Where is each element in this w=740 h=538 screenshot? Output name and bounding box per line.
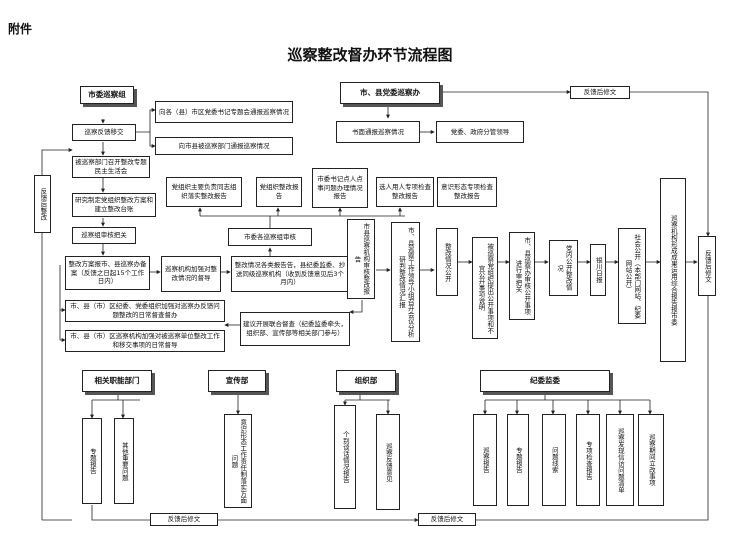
discipline-item-1: 巡察报告 <box>473 414 497 506</box>
inspection-supervision-box: 市、县（市）区巡察机构加强对被巡察单位整改工作和移交事项的日常督导 <box>65 330 225 352</box>
report-party-leader-box: 党组织主要负责同志组织落实整改报告 <box>166 177 242 207</box>
society-public-box: 社会公开（本部门网站、纪委网站公开） <box>618 228 646 324</box>
written-report-box: 书面通报巡察情况 <box>336 121 420 143</box>
report-cadre-box: 选人用人专项检查整改报告 <box>376 177 434 207</box>
county-office-check-box: 市、县巡察办审核公开事项进行审把关 <box>509 232 535 320</box>
county-office-header: 市、县党委巡察办 <box>340 82 440 104</box>
joint-supervision-box: 建议开展联合督查（纪委监委牵头，组织部、宣传部等相关部门参与） <box>240 312 350 346</box>
feedback-right-box: 反馈后修文 <box>698 236 716 296</box>
report-party-rectify-box: 党组织整改报告 <box>256 177 302 207</box>
organization-item-1: 个别谈话情况报告 <box>334 405 356 509</box>
feedback-bottom-mid: 反馈后修文 <box>418 513 476 526</box>
discipline-item-2: 专题报告 <box>507 414 529 506</box>
propaganda-item-1: 意识形态工作责任制落实方面问题 <box>224 414 252 508</box>
page-title: 巡察整改督办环节流程图 <box>287 46 453 64</box>
organization-item-2: 巡察反馈意见 <box>376 414 400 510</box>
relevant-departments-header: 相关职能部门 <box>82 370 152 392</box>
feedback-transfer-box: 巡察反馈移交 <box>72 124 136 141</box>
group-audit-box: 市委各巡察组审核 <box>228 228 312 246</box>
public-box: 整改情况公开 <box>436 228 458 296</box>
leading-group-box: 市、县巡察工作领导小组召开会议分析研判整改情况汇报 <box>391 222 420 342</box>
not-public-box: 被巡察党组织提出公开事项和不宜公开事项说明 <box>472 237 498 339</box>
county-secretary-report-box: 向各（县）市区党委书记专题会通报巡察情况 <box>155 101 293 123</box>
report-submit-box: 整改情况各类报告告，县纪委监委、抄送同级巡察机构（收到反馈意见后3个月内） <box>231 256 349 292</box>
discipline-item-6: 巡察期间立改事项 <box>638 414 664 506</box>
inspected-units-report-box: 向市县被巡察部门通报巡察情况 <box>155 137 293 155</box>
leaders-box: 党委、政府分管领导 <box>436 121 524 143</box>
discipline-supervision-box: 市、县（市）区纪委、党委组织加强对巡察办反馈问题整改的日常督查督办 <box>65 300 225 322</box>
feedback-rectify-side-box: 反馈后整改 <box>34 175 51 233</box>
feedback-top-box: 反馈后修文 <box>570 86 630 99</box>
inspection-guidance-box: 巡察机构加强对整改情况的督导 <box>161 256 221 292</box>
discipline-item-3: 问题线索 <box>542 414 566 506</box>
discipline-item-4: 专项检查报告 <box>576 414 600 506</box>
report-ideology-box: 意识形态专项检查整改报告 <box>437 177 497 207</box>
discipline-item-5: 巡察发现信访问题清单 <box>606 414 634 506</box>
attachment-label: 附件 <box>8 22 33 36</box>
municipal-group-header: 市委巡察组 <box>80 86 134 104</box>
feedback-bottom-left: 反馈后修文 <box>150 513 218 526</box>
relevant-dept-item-2: 其他重要问题 <box>114 418 134 504</box>
party-affairs-box: 党内公开整改情况 <box>549 240 578 296</box>
report-secretary-box: 市委书记点人点事问题办理情况报告 <box>312 168 368 208</box>
organization-header: 组织部 <box>336 370 396 392</box>
relevant-dept-item-1: 专题报告 <box>82 418 102 504</box>
group-review-box: 巡察组审核把关 <box>72 227 136 244</box>
plan-filing-box: 整改方案报市、县巡察办备案（反馈之日起15个工作日内） <box>65 256 150 290</box>
democratic-meeting-box: 被巡察部门召开整改专题民主生活会 <box>72 156 150 178</box>
discipline-header: 纪委监委 <box>480 370 610 392</box>
rectify-plan-box: 研究制定党组织整改方案和建立整改台账 <box>72 193 156 217</box>
daily-newspaper-box: 银川日报 <box>590 244 606 296</box>
county-audit-box: 市县巡察机构审核整改报告 <box>347 219 375 299</box>
comprehensive-report-box: 巡察机构形成成果运用综合报告报市委 <box>660 178 686 362</box>
propaganda-header: 宣传部 <box>208 370 266 392</box>
